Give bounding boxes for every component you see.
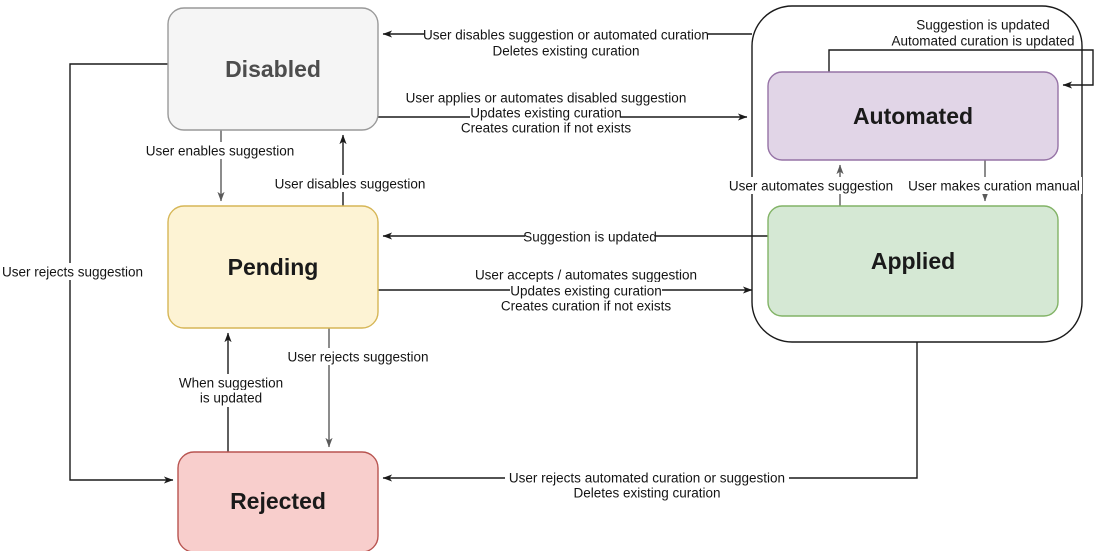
- state-rejected-box[interactable]: [177, 451, 379, 551]
- edge-label-applied-to-pending: Suggestion is updated: [523, 228, 657, 245]
- state-disabled-box[interactable]: [167, 7, 379, 131]
- edge-label-line: Creates curation if not exists: [501, 299, 672, 314]
- edge-label-line: User makes curation manual: [908, 179, 1080, 194]
- edge-label-line: Deletes existing curation: [573, 486, 720, 501]
- edge-label-pending-to-disabled: User disables suggestion: [274, 175, 426, 192]
- edge-label-applied-to-automated: User automates suggestion: [729, 177, 893, 194]
- state-automated-box[interactable]: [767, 71, 1059, 161]
- edge-label-automated-self-loop: Suggestion is updated Automated curation…: [891, 18, 1074, 49]
- edge-label-line: User accepts / automates suggestion: [475, 268, 697, 283]
- edge-label-pending-to-applied: User accepts / automates suggestion Upda…: [475, 266, 697, 314]
- edge-label-line: Creates curation if not exists: [461, 121, 632, 136]
- edge-label-automated-to-applied: User makes curation manual: [906, 177, 1082, 194]
- state-rejected[interactable]: Rejected: [177, 451, 379, 551]
- edge-label-line: User disables suggestion or automated cu…: [423, 28, 709, 43]
- edge-label-line: User applies or automates disabled sugge…: [406, 91, 687, 106]
- edge-label-automated-to-disabled: User disables suggestion or automated cu…: [423, 26, 709, 59]
- edge-curation-to-rejected: [382, 342, 918, 482]
- edge-label-line: Updates existing curation: [510, 284, 662, 299]
- edge-label-line: User rejects suggestion: [287, 350, 428, 365]
- edge-label-line: User rejects suggestion: [2, 265, 143, 280]
- edge-label-line: User disables suggestion: [275, 177, 426, 192]
- state-pending-box[interactable]: [167, 205, 379, 329]
- state-applied-box[interactable]: [767, 205, 1059, 317]
- edge-label-disabled-to-automated: User applies or automates disabled sugge…: [406, 89, 687, 136]
- edge-label-line: Updates existing curation: [470, 106, 622, 121]
- edge-label-disabled-to-pending: User enables suggestion: [146, 142, 295, 159]
- edge-label-curation-to-rejected: User rejects automated curation or sugge…: [505, 469, 789, 501]
- edge-label-pending-to-rejected: User rejects suggestion: [284, 348, 432, 365]
- edge-label-line: User automates suggestion: [729, 179, 893, 194]
- edge-label-line: Deletes existing curation: [492, 44, 639, 59]
- edge-label-line: Automated curation is updated: [891, 34, 1074, 49]
- edge-label-line: When suggestion: [179, 376, 283, 391]
- state-pending[interactable]: Pending: [167, 205, 379, 329]
- edge-label-line: Suggestion is updated: [916, 18, 1050, 33]
- edge-label-line: Suggestion is updated: [523, 230, 657, 245]
- edge-label-line: is updated: [200, 391, 262, 406]
- state-disabled[interactable]: Disabled: [167, 7, 379, 131]
- edge-automated-self-loop: [828, 49, 1094, 89]
- edge-label-disabled-to-rejected: User rejects suggestion: [0, 263, 143, 280]
- edge-label-rejected-to-pending: When suggestion is updated: [177, 374, 285, 407]
- state-automated[interactable]: Automated: [767, 71, 1059, 161]
- edge-label-line: User enables suggestion: [146, 144, 295, 159]
- edge-label-line: User rejects automated curation or sugge…: [509, 471, 785, 486]
- state-applied[interactable]: Applied: [767, 205, 1059, 317]
